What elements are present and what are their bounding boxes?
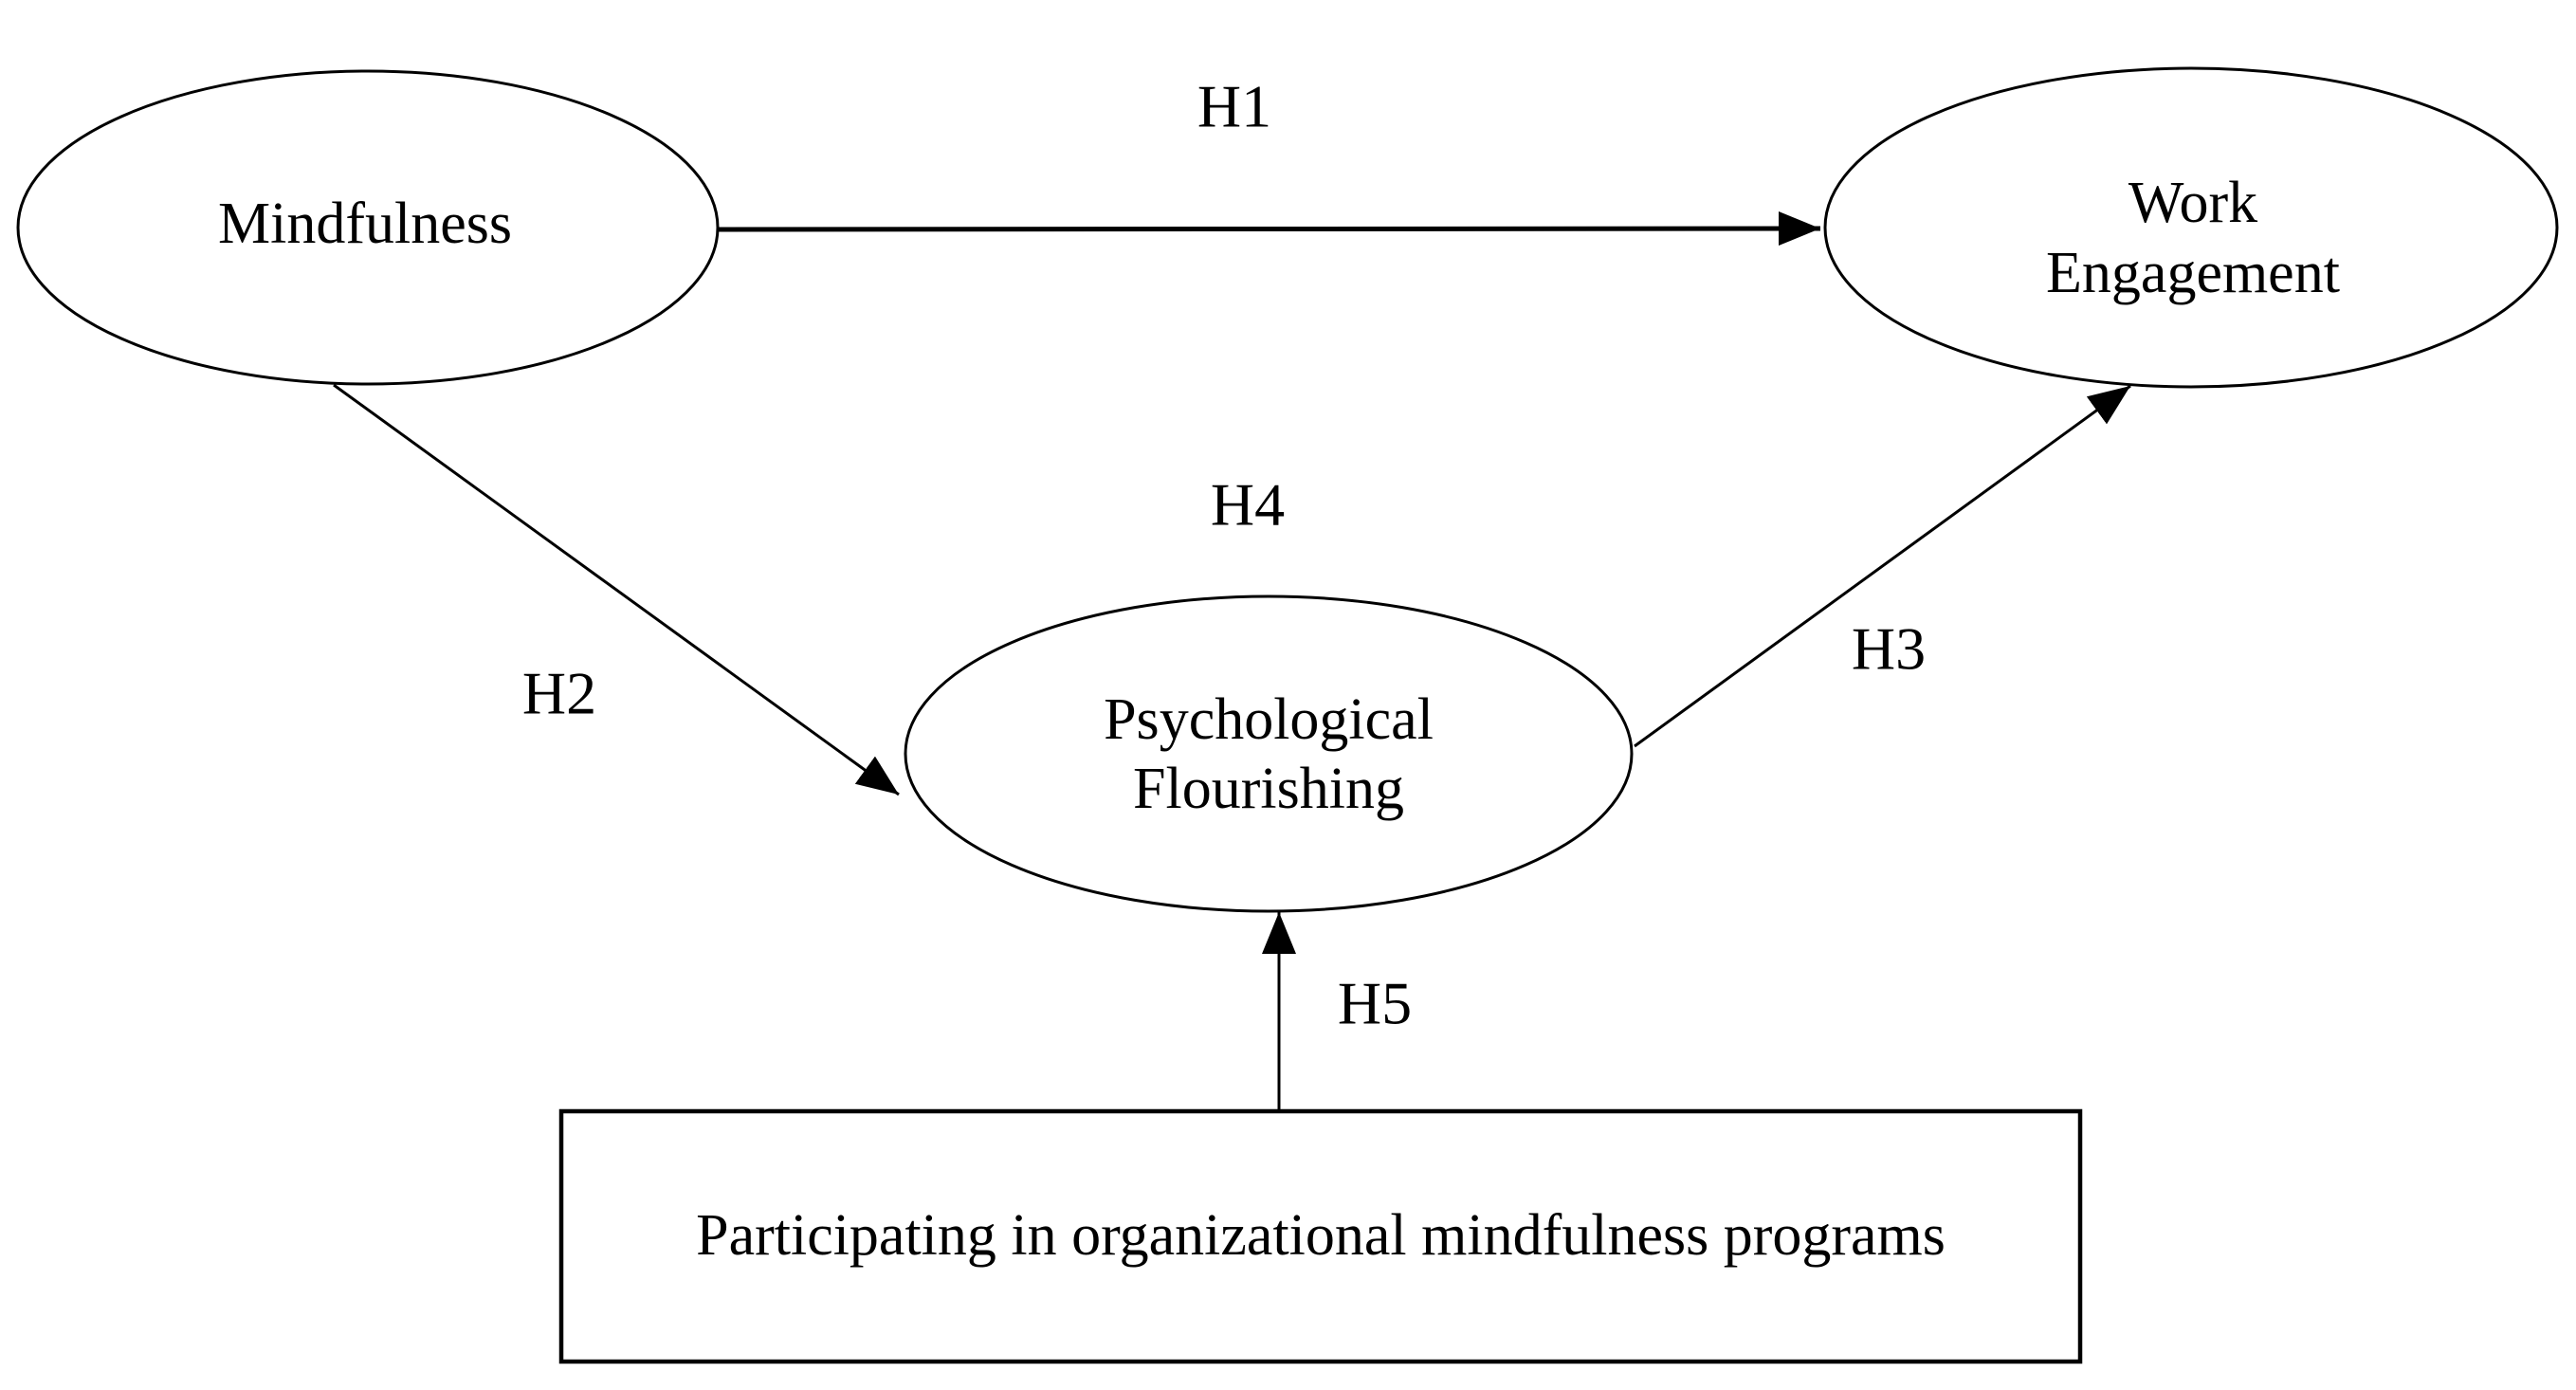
psychological-flourishing-node <box>904 594 1634 913</box>
h3-arrow <box>1634 384 2131 748</box>
work-engagement-label-line2: Engagement <box>2046 241 2340 305</box>
h5-label: H5 <box>1338 970 1412 1037</box>
program-box-label: Participating in organizational mindfuln… <box>696 1203 1946 1268</box>
psychological-flourishing-label-line1: Psychological <box>1104 687 1434 752</box>
mindfulness-label: Mindfulness <box>218 192 512 256</box>
h2-arrow <box>333 383 900 796</box>
h1-label: H1 <box>1197 73 1271 140</box>
work-engagement-node <box>1823 66 2559 389</box>
program-box-node <box>558 1108 2083 1364</box>
h3-label: H3 <box>1852 615 1926 683</box>
h2-label: H2 <box>522 660 596 727</box>
psychological-flourishing-label-line2: Flourishing <box>1133 757 1404 821</box>
h4-label: H4 <box>1211 471 1285 539</box>
work-engagement-label-line1: Work <box>2128 171 2257 235</box>
